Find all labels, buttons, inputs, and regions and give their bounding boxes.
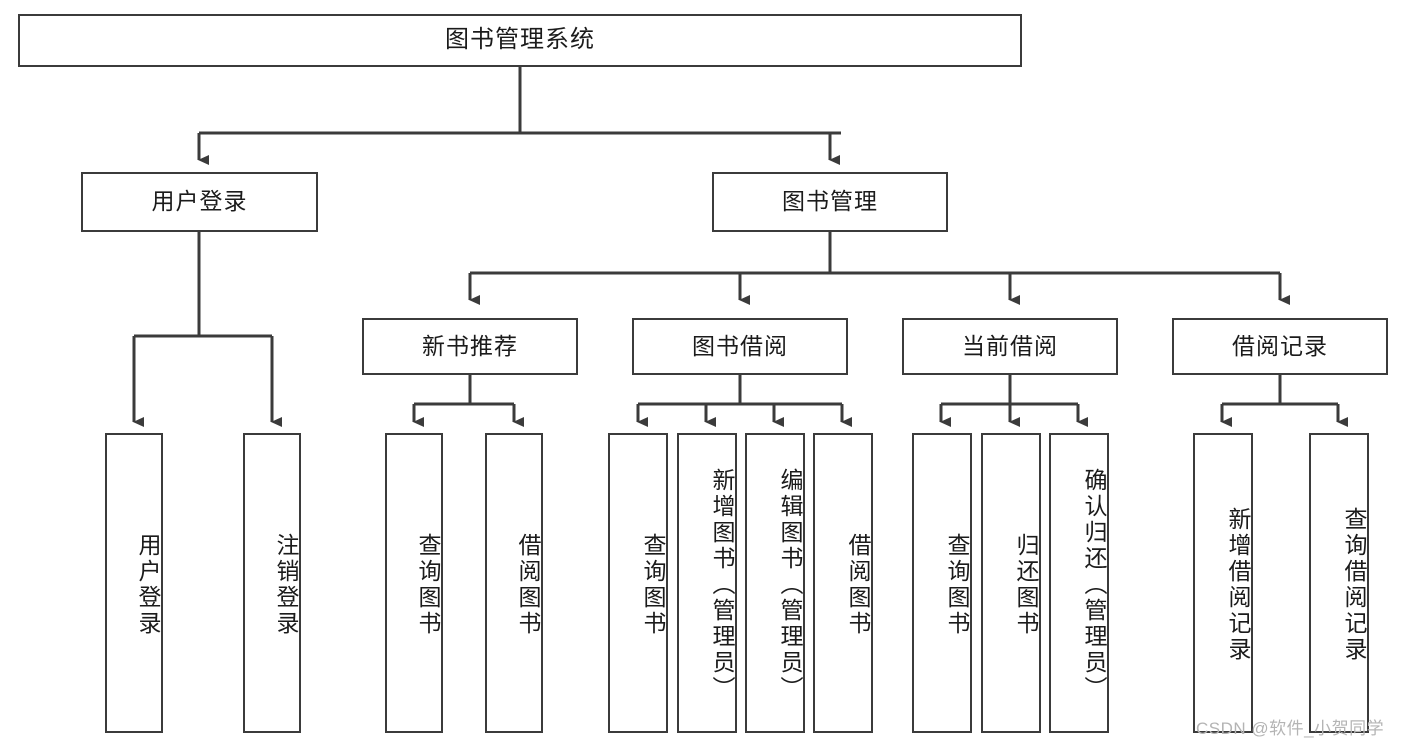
leaf-borrow-add-book-admin[interactable]: 新增图书（管理员） bbox=[677, 433, 737, 733]
node-label: 归还图书 bbox=[1013, 533, 1039, 637]
leaf-borrow-edit-book-admin[interactable]: 编辑图书（管理员） bbox=[745, 433, 805, 733]
node-label: 用户登录 bbox=[135, 533, 161, 637]
leaf-recommend-borrow-book[interactable]: 借阅图书 bbox=[485, 433, 543, 733]
node-label: 新增借阅记录 bbox=[1225, 507, 1251, 663]
node-label: 借阅图书 bbox=[515, 533, 541, 637]
node-label: 编辑图书（管理员） bbox=[777, 468, 803, 702]
node-label: 图书管理系统 bbox=[445, 26, 595, 54]
leaf-current-query-book[interactable]: 查询图书 bbox=[912, 433, 972, 733]
node-book-borrow[interactable]: 图书借阅 bbox=[632, 318, 848, 375]
node-root-system[interactable]: 图书管理系统 bbox=[18, 14, 1022, 67]
node-label: 新增图书（管理员） bbox=[709, 468, 735, 702]
node-label: 确认归还（管理员） bbox=[1081, 468, 1107, 702]
node-label: 新书推荐 bbox=[422, 332, 518, 359]
node-user-login[interactable]: 用户登录 bbox=[81, 172, 318, 232]
node-label: 用户登录 bbox=[151, 188, 248, 215]
node-label: 借阅图书 bbox=[845, 533, 871, 637]
node-new-book-recommend[interactable]: 新书推荐 bbox=[362, 318, 578, 375]
leaf-borrow-query-book[interactable]: 查询图书 bbox=[608, 433, 668, 733]
leaf-current-confirm-return-admin[interactable]: 确认归还（管理员） bbox=[1049, 433, 1109, 733]
node-label: 查询图书 bbox=[415, 533, 441, 637]
node-borrow-record[interactable]: 借阅记录 bbox=[1172, 318, 1388, 375]
leaf-record-add-record[interactable]: 新增借阅记录 bbox=[1193, 433, 1253, 733]
node-label: 查询借阅记录 bbox=[1341, 507, 1367, 663]
leaf-recommend-query-book[interactable]: 查询图书 bbox=[385, 433, 443, 733]
node-label: 查询图书 bbox=[640, 533, 666, 637]
leaf-borrow-borrow-book[interactable]: 借阅图书 bbox=[813, 433, 873, 733]
leaf-current-return-book[interactable]: 归还图书 bbox=[981, 433, 1041, 733]
leaf-user-login-logout[interactable]: 注销登录 bbox=[243, 433, 301, 733]
leaf-user-login-login[interactable]: 用户登录 bbox=[105, 433, 163, 733]
watermark-text: CSDN @软件_小贺同学 bbox=[1196, 719, 1385, 738]
node-current-borrow[interactable]: 当前借阅 bbox=[902, 318, 1118, 375]
node-label: 图书管理 bbox=[782, 188, 878, 215]
node-label: 注销登录 bbox=[273, 533, 299, 637]
node-label: 查询图书 bbox=[944, 533, 970, 637]
node-label: 借阅记录 bbox=[1232, 332, 1328, 359]
node-book-management[interactable]: 图书管理 bbox=[712, 172, 948, 232]
leaf-record-query-record[interactable]: 查询借阅记录 bbox=[1309, 433, 1369, 733]
node-label: 图书借阅 bbox=[692, 332, 788, 359]
node-label: 当前借阅 bbox=[962, 332, 1058, 359]
